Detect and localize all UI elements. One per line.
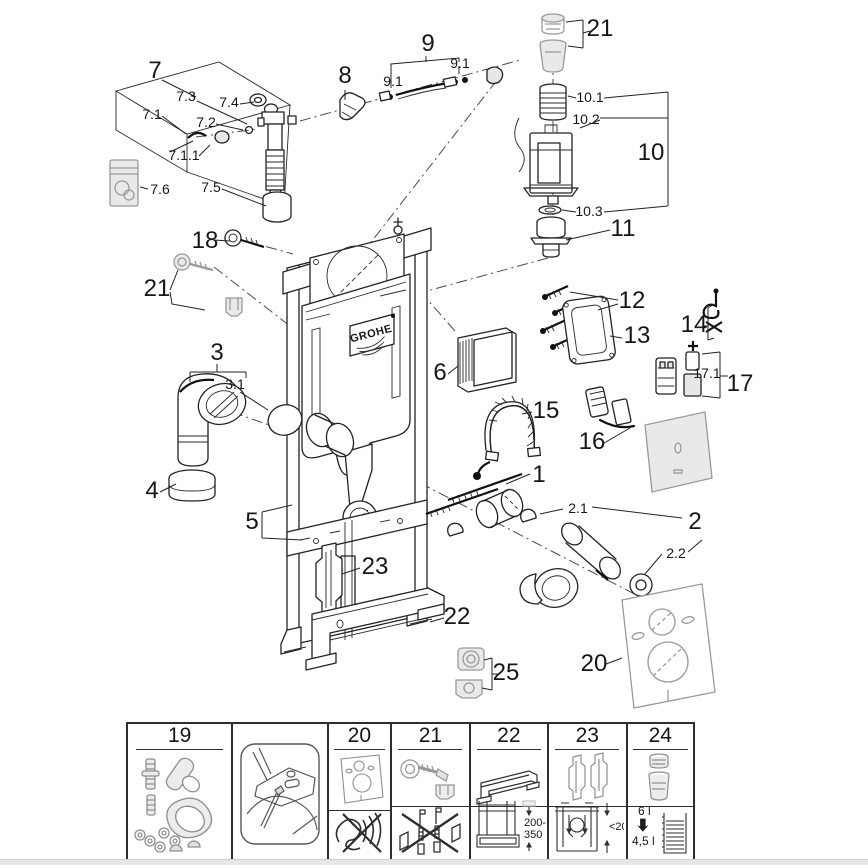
footer-divider xyxy=(0,859,868,865)
legend-number: 20 xyxy=(347,724,372,747)
part-17-power-unit xyxy=(655,341,702,397)
part-label: 10.2 xyxy=(572,111,599,127)
legend-number: 21 xyxy=(418,724,443,747)
part-label: 18 xyxy=(192,227,219,254)
part-7-fill-valve-group xyxy=(109,61,297,223)
legend-number: 24 xyxy=(648,724,672,747)
part-label: 15 xyxy=(533,397,560,424)
part-1-rods xyxy=(425,472,537,537)
legend-number: 23 xyxy=(575,724,599,747)
part-label: 14 xyxy=(681,311,708,338)
part-label: 10.1 xyxy=(576,89,603,105)
part-10-flush-valve xyxy=(514,83,579,215)
svg-text:350: 350 xyxy=(524,829,542,841)
part-label: 17 xyxy=(727,370,754,397)
part-label: 11 xyxy=(611,215,636,242)
part-label: 7.4 xyxy=(219,94,239,110)
part-label: 4 xyxy=(145,477,158,504)
part-label: 1 xyxy=(532,461,545,488)
part-20-insulation-mat xyxy=(621,583,716,709)
part-label: 16 xyxy=(579,428,606,455)
part-label: 2 xyxy=(688,508,701,535)
part-label: 22 xyxy=(444,603,471,630)
part-label: 9 xyxy=(421,30,434,57)
exploded-diagram: GROHE xyxy=(109,13,753,709)
part-label: 7.1 xyxy=(142,106,162,122)
part-25-clamps xyxy=(455,647,485,699)
fixing-set-icon xyxy=(134,757,213,853)
leader-lines xyxy=(139,19,728,691)
no-noise-icon xyxy=(335,812,382,853)
part-13-gasket-frame xyxy=(562,295,616,365)
part-label: 21 xyxy=(587,15,614,42)
legend-cell-20: 20 xyxy=(328,724,393,860)
part-label: 21 xyxy=(144,275,171,302)
brackets-icon xyxy=(568,752,608,801)
part-label: 8 xyxy=(338,62,351,89)
part-label: 2.2 xyxy=(666,545,686,561)
part-8-bracket xyxy=(339,92,366,121)
part-6-box xyxy=(457,327,517,393)
part-label: 23 xyxy=(362,553,389,580)
rail-height-diagram: 200- 350 xyxy=(476,800,546,851)
floor-rail-icon xyxy=(475,770,540,805)
wall-anchor-icon xyxy=(400,759,455,800)
insulation-mat-icon xyxy=(339,754,384,804)
part-18-hanger-bolt xyxy=(224,229,265,249)
part-11-outlet xyxy=(530,216,572,258)
legend-cell-22: 22 200- 350 xyxy=(470,724,550,860)
part-15-hose xyxy=(473,395,542,480)
svg-text:<205: <205 xyxy=(609,821,624,833)
part-label: 9.1 xyxy=(450,55,470,71)
no-screws-icon xyxy=(399,807,461,855)
legend-cell-24: 24 6 l 4,5 l xyxy=(627,724,694,860)
part-label: 13 xyxy=(624,322,651,349)
bracket-height-diagram: <205 xyxy=(555,802,624,853)
frame-and-cistern: GROHE xyxy=(280,217,433,655)
legend-table: 19 xyxy=(126,722,695,862)
legend-cell-21: 21 xyxy=(392,724,471,860)
part-14-clamp xyxy=(702,288,723,333)
part-label: 6 xyxy=(433,359,446,386)
part-22-floor-rail xyxy=(305,587,445,671)
part-label: 3 xyxy=(210,339,223,366)
part-4-cap xyxy=(168,469,216,502)
part-label: 17.1 xyxy=(693,365,720,381)
part-3-elbow xyxy=(177,373,355,467)
flush-adapter-icon xyxy=(647,753,670,801)
legend-cell-fixing-set: 19 xyxy=(128,724,234,860)
part-label: 7.5 xyxy=(201,179,221,195)
part-label: 7 xyxy=(148,57,161,84)
part-label: 3.1 xyxy=(225,376,245,392)
part-16-actuator xyxy=(585,386,713,493)
legend-cell-toilet-install xyxy=(233,724,329,860)
legend-number: 22 xyxy=(497,724,521,747)
legend-number: 19 xyxy=(167,724,192,747)
svg-text:6 l: 6 l xyxy=(638,804,651,818)
part-label: 20 xyxy=(581,650,608,677)
part-21-hanger-bolt-grey xyxy=(173,253,243,317)
part-label: 2.1 xyxy=(568,500,588,516)
part-label: 7.1.1 xyxy=(168,147,199,163)
part-label: 9.1 xyxy=(383,73,403,89)
svg-text:200-: 200- xyxy=(524,817,546,829)
part-label: 7.6 xyxy=(150,181,170,197)
part-label: 25 xyxy=(493,659,520,686)
part-2-pipe-set xyxy=(519,522,653,608)
part-label: 7.2 xyxy=(196,114,216,130)
flush-volume-diagram: 6 l 4,5 l xyxy=(632,804,687,854)
toilet-install-icon xyxy=(240,743,320,845)
part-label: 7.3 xyxy=(176,88,196,104)
part-9-hose xyxy=(378,66,504,102)
legend-cell-23: 23 <205 xyxy=(549,724,628,860)
part-label: 12 xyxy=(619,287,646,314)
part-label: 5 xyxy=(245,508,258,535)
part-21-cap xyxy=(539,13,567,73)
part-label: 10 xyxy=(638,139,665,166)
svg-text:4,5 l: 4,5 l xyxy=(632,834,655,848)
part-label: 10.3 xyxy=(575,203,602,219)
